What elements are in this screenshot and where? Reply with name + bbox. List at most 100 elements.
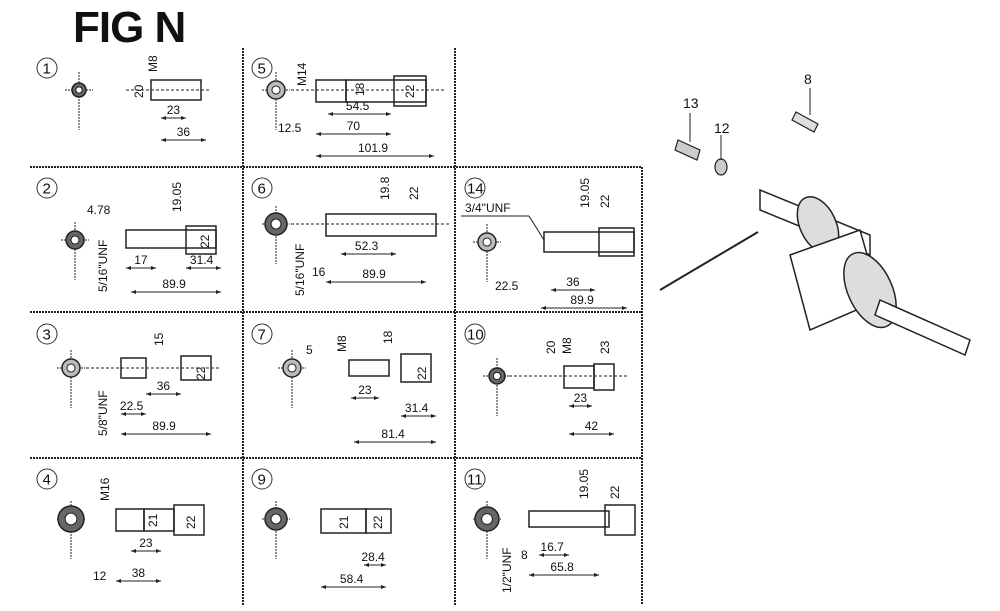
part-number-key: 8 bbox=[804, 71, 812, 87]
shaft-outline bbox=[173, 504, 205, 536]
dimension-label: 28.4 bbox=[361, 550, 385, 564]
arrowhead bbox=[116, 579, 161, 583]
dimension-label: 54.5 bbox=[346, 99, 370, 113]
shaft-outline bbox=[185, 225, 217, 255]
callout-circle bbox=[36, 323, 58, 345]
shaft-end-core bbox=[271, 85, 281, 95]
callout-circle bbox=[251, 323, 273, 345]
shaft-outline bbox=[593, 363, 615, 391]
section-callout: 14 bbox=[464, 177, 486, 199]
callout-number: 7 bbox=[258, 327, 266, 344]
dimension-label: M8 bbox=[146, 55, 160, 72]
part-number-washer: 12 bbox=[714, 120, 730, 136]
shaft-outline bbox=[528, 510, 610, 528]
shaft-outline bbox=[604, 504, 636, 536]
dimension-label: 89.9 bbox=[570, 293, 594, 307]
shaft-outline bbox=[393, 75, 427, 107]
dimension-label: 36 bbox=[566, 275, 580, 289]
dimension-label: 5 bbox=[306, 343, 313, 357]
shaft-end-core bbox=[482, 237, 492, 247]
arrowhead bbox=[364, 563, 386, 567]
dimension-label: 70 bbox=[347, 119, 361, 133]
dimension-label: 17 bbox=[134, 253, 148, 267]
shaft-end-core bbox=[287, 363, 297, 373]
dimension-label: 19.05 bbox=[578, 178, 592, 208]
dimension-label: 52.3 bbox=[355, 239, 379, 253]
dimension-label: M8 bbox=[335, 335, 349, 352]
shaft-end-core bbox=[66, 363, 76, 373]
callout-circle bbox=[464, 468, 486, 490]
section-callout: 10 bbox=[464, 323, 486, 345]
dimension-label: 16 bbox=[312, 265, 326, 279]
dimension-label: 22 bbox=[184, 515, 198, 529]
shaft-outline bbox=[598, 227, 635, 257]
dimension-label: 22 bbox=[194, 366, 208, 380]
dimension-label: 12.5 bbox=[278, 121, 302, 135]
shaft-end-core bbox=[492, 371, 502, 381]
shaft-outline bbox=[543, 231, 635, 253]
callout-number: 1 bbox=[43, 61, 51, 78]
section-callout: 3 bbox=[36, 323, 58, 345]
dimension-label: 22 bbox=[371, 515, 385, 529]
callout-circle bbox=[464, 323, 486, 345]
dimension-label: 19.05 bbox=[577, 469, 591, 499]
arrowhead bbox=[569, 404, 592, 408]
section-callout: 5 bbox=[251, 57, 273, 79]
arrowhead bbox=[121, 412, 146, 416]
dimension-label: 15 bbox=[152, 332, 166, 346]
line bbox=[659, 231, 759, 291]
dimension-label: 19.8 bbox=[378, 176, 392, 200]
dimension-label: 23 bbox=[167, 103, 181, 117]
shaft-outline bbox=[315, 79, 347, 103]
dimension-label: 22 bbox=[407, 186, 421, 200]
part-number-bolt: 13 bbox=[683, 95, 699, 111]
dimension-label: 101.9 bbox=[358, 141, 388, 155]
callout-circle bbox=[36, 468, 58, 490]
callout-number: 2 bbox=[43, 181, 51, 198]
dimension-label: M8 bbox=[560, 337, 574, 354]
callout-number: 3 bbox=[43, 327, 51, 344]
callout-number: 10 bbox=[467, 327, 484, 344]
shaft-outline bbox=[348, 359, 390, 377]
dimension-label: 18 bbox=[353, 82, 367, 96]
dimension-label: 22 bbox=[608, 485, 622, 499]
dimension-label: 81.4 bbox=[381, 427, 405, 441]
callout-number: 5 bbox=[258, 61, 266, 78]
section-callout: 1 bbox=[36, 57, 58, 79]
shaft-outline bbox=[150, 79, 202, 101]
dimension-label: 4.78 bbox=[87, 203, 111, 217]
callout-circle bbox=[464, 177, 486, 199]
dimension-label: 89.9 bbox=[362, 267, 386, 281]
callout-circle bbox=[36, 177, 58, 199]
dimension-label: 19.05 bbox=[170, 182, 184, 212]
dimension-label: 31.4 bbox=[190, 253, 214, 267]
dimension-label: 21 bbox=[146, 513, 160, 527]
dimension-label: 22 bbox=[598, 194, 612, 208]
washer bbox=[714, 158, 728, 176]
section-callout: 2 bbox=[36, 177, 58, 199]
section-callout: 6 bbox=[251, 177, 273, 199]
shaft-end-core bbox=[270, 218, 282, 230]
figure-title: FIG N bbox=[73, 3, 186, 52]
dimension-label: M16 bbox=[98, 477, 112, 501]
dimension-label: M14 bbox=[295, 62, 309, 86]
dimension-label: 89.9 bbox=[162, 277, 186, 291]
grid bbox=[30, 48, 643, 605]
callout-number: 14 bbox=[467, 181, 484, 198]
dimension-label: 22 bbox=[198, 234, 212, 248]
shaft-end-core bbox=[75, 86, 83, 94]
dimension-label: 31.4 bbox=[405, 401, 429, 415]
shaft-end-core bbox=[270, 513, 282, 525]
dimension-label: 5/16"UNF bbox=[293, 244, 307, 296]
callout-number: 9 bbox=[258, 472, 266, 489]
crankshaft-assembly: 13 12 8 bbox=[659, 71, 971, 357]
